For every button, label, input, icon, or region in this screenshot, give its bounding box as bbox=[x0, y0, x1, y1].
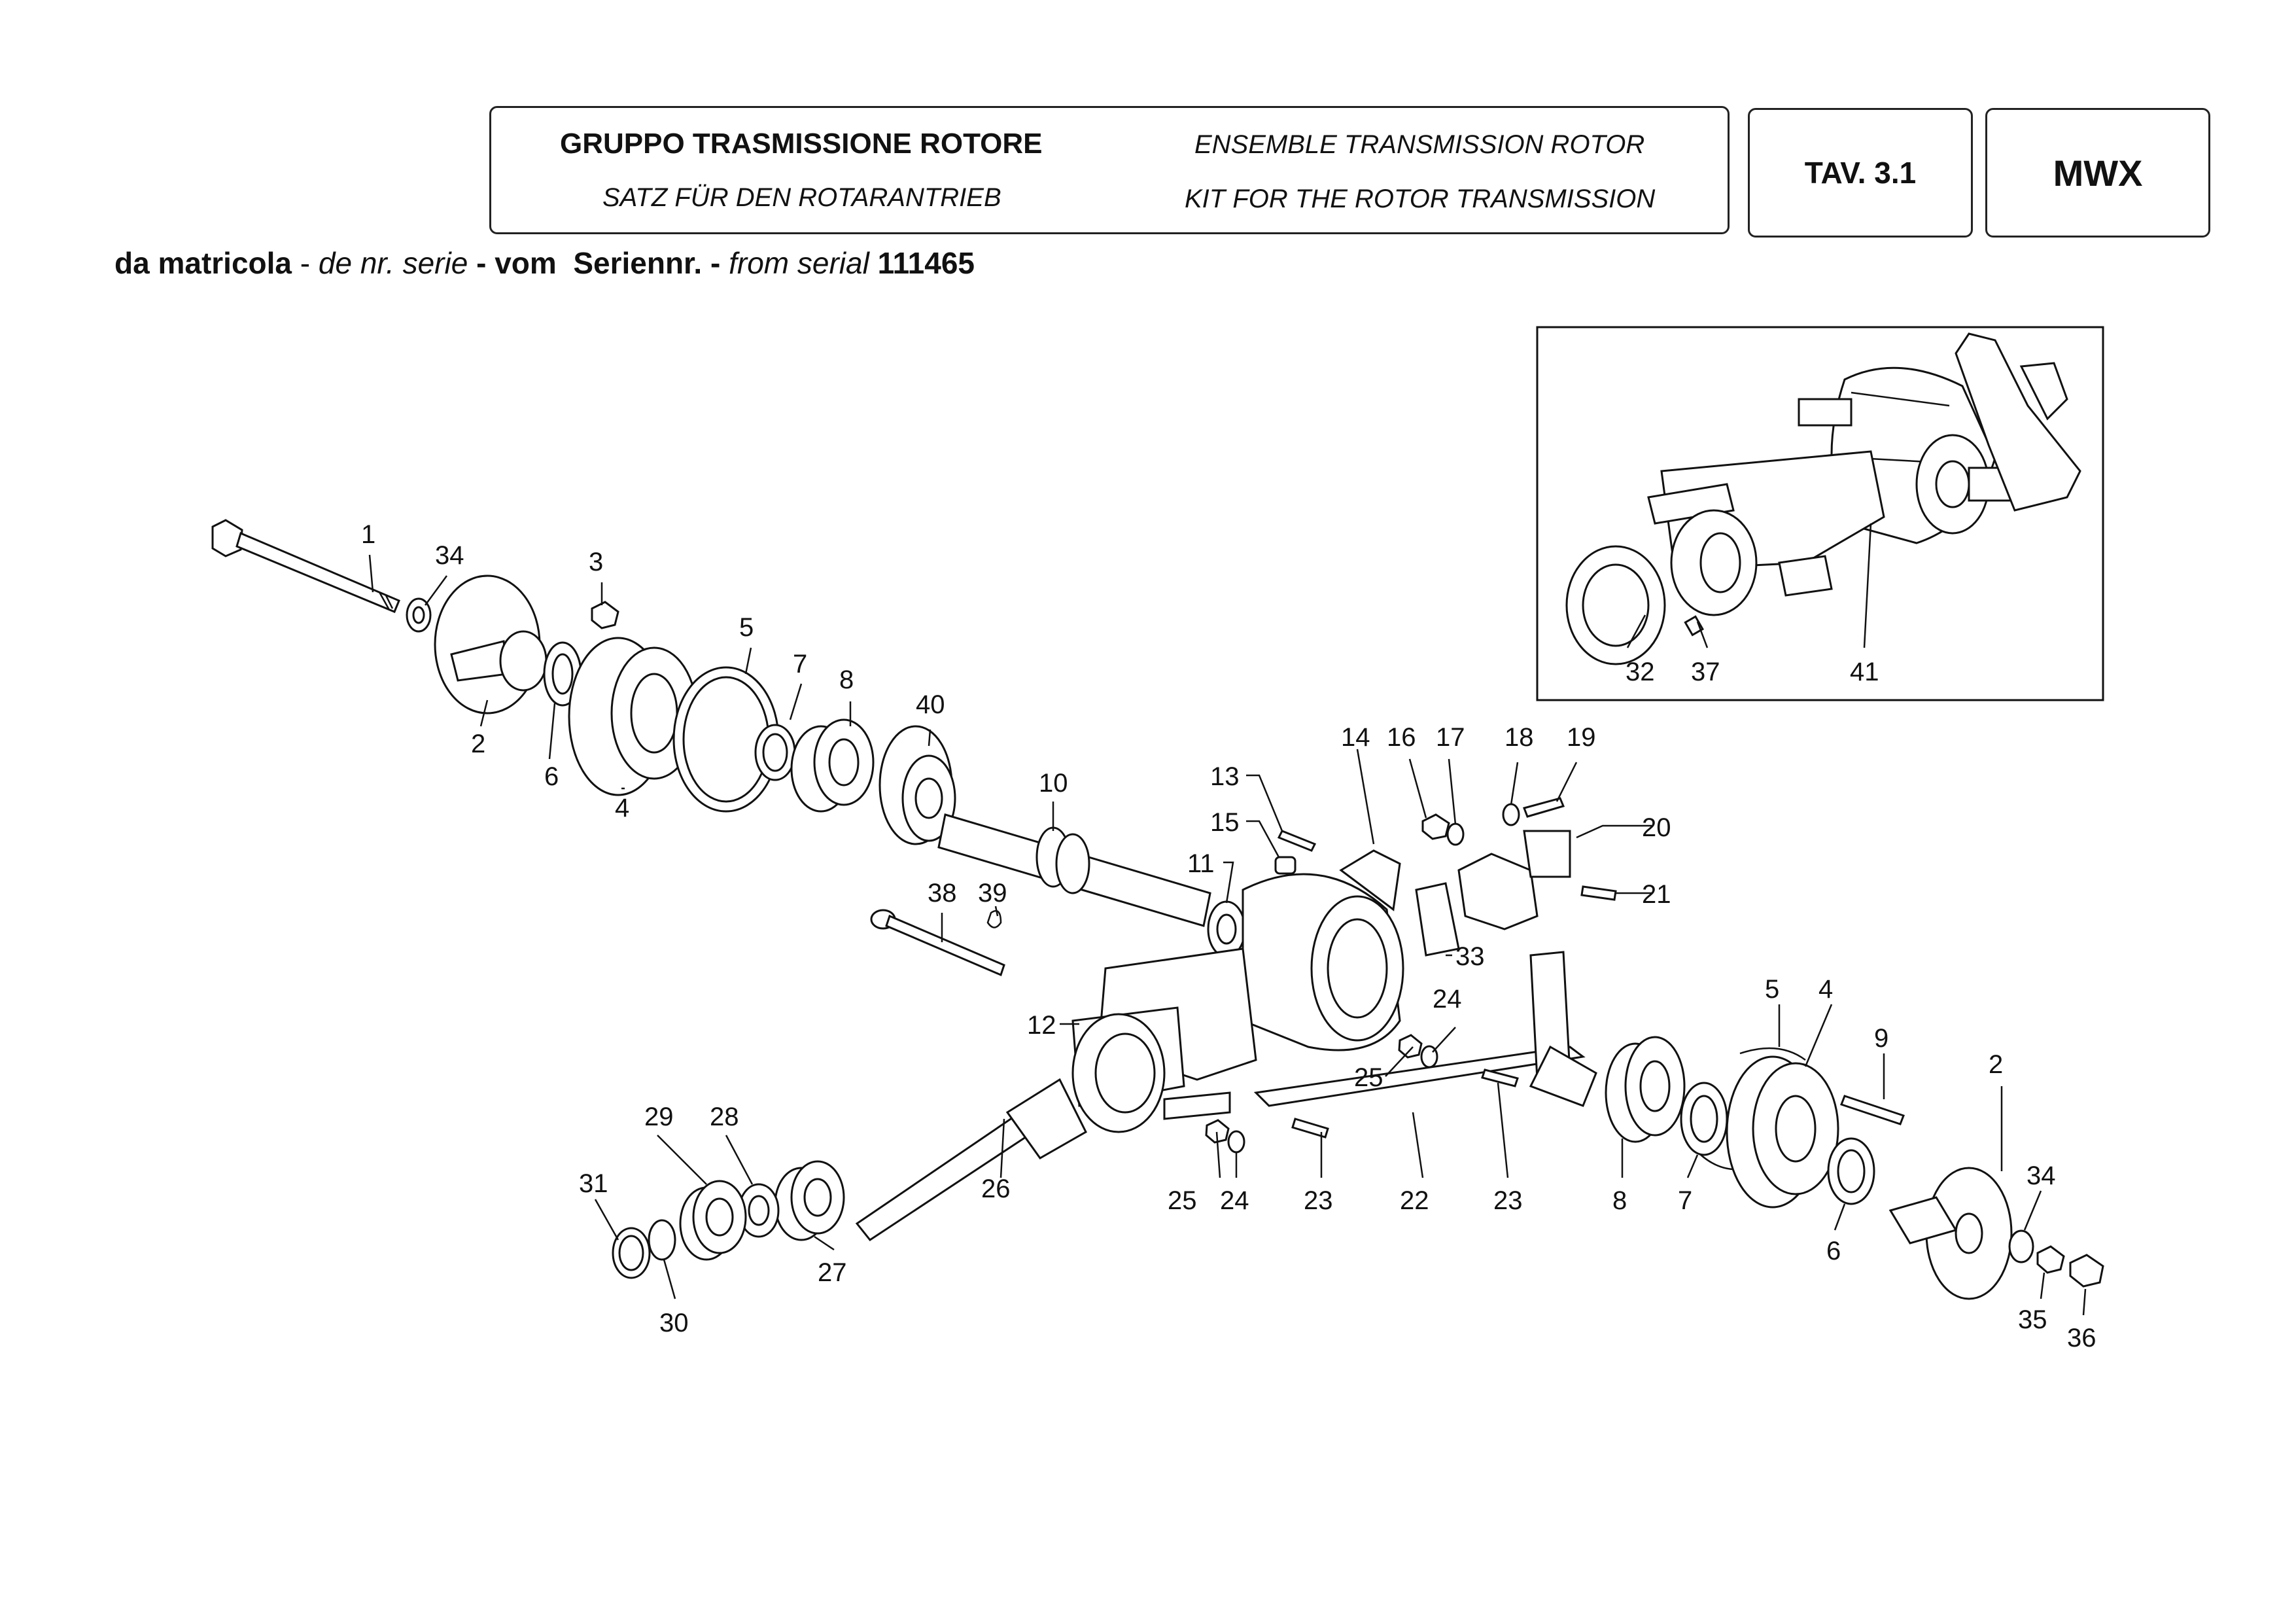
callout: 23 bbox=[1493, 1186, 1523, 1215]
callout: 27 bbox=[818, 1258, 847, 1287]
model-code: MWX bbox=[2053, 152, 2143, 194]
callout: 21 bbox=[1642, 880, 1671, 909]
callout: 34 bbox=[435, 541, 464, 570]
callout: 25 bbox=[1354, 1063, 1383, 1092]
callout: 6 bbox=[1826, 1237, 1841, 1265]
callout: 32 bbox=[1626, 658, 1655, 686]
parts-line-art bbox=[211, 519, 2104, 1300]
callout: 9 bbox=[1874, 1024, 1888, 1053]
callout: 40 bbox=[916, 690, 945, 719]
callout: 23 bbox=[1304, 1186, 1333, 1215]
callout: 25 bbox=[1168, 1186, 1197, 1215]
callout: 3 bbox=[589, 548, 603, 576]
callout-labels: 1 34 3 5 7 8 40 2 6 4 10 13 15 11 14 16 … bbox=[361, 520, 2096, 1352]
callout: 18 bbox=[1505, 723, 1534, 752]
callout: 20 bbox=[1642, 813, 1671, 842]
callout: 38 bbox=[928, 879, 957, 908]
callout: 41 bbox=[1850, 658, 1879, 686]
callout: 2 bbox=[471, 730, 485, 758]
callout: 4 bbox=[1818, 975, 1833, 1004]
callout: 4 bbox=[615, 794, 629, 822]
serial-line: da matricola - de nr. serie - vom Serien… bbox=[114, 245, 975, 281]
callout: 34 bbox=[2026, 1161, 2056, 1190]
callout: 35 bbox=[2018, 1305, 2047, 1334]
serial-sep: - bbox=[702, 246, 729, 280]
callout: 1 bbox=[361, 520, 375, 549]
callout: 8 bbox=[839, 665, 854, 694]
callout: 8 bbox=[1612, 1186, 1627, 1215]
callout: 12 bbox=[1027, 1011, 1056, 1040]
callout: 39 bbox=[978, 879, 1007, 908]
callout: 16 bbox=[1387, 723, 1416, 752]
callout: 24 bbox=[1433, 985, 1462, 1014]
table-ref-box: TAV. 3.1 bbox=[1748, 108, 1973, 238]
callout: 13 bbox=[1210, 762, 1240, 791]
callout: 10 bbox=[1039, 769, 1068, 798]
title-german: SATZ FÜR DEN ROTARANTRIEB bbox=[602, 183, 1001, 212]
callout: 6 bbox=[544, 762, 559, 791]
callout: 11 bbox=[1187, 849, 1215, 878]
callout: 30 bbox=[659, 1309, 689, 1337]
callout: 2 bbox=[1989, 1050, 2003, 1079]
inset-frame bbox=[1536, 326, 2104, 701]
serial-sep: - bbox=[292, 246, 319, 280]
inset-assembly-drawing bbox=[1565, 332, 2081, 665]
table-ref: TAV. 3.1 bbox=[1804, 156, 1917, 190]
serial-sep: - bbox=[468, 246, 495, 280]
callout: 22 bbox=[1400, 1186, 1429, 1215]
title-english: KIT FOR THE ROTOR TRANSMISSION bbox=[1185, 185, 1656, 213]
callout: 19 bbox=[1567, 723, 1596, 752]
title-italian: GRUPPO TRASMISSIONE ROTORE bbox=[560, 128, 1043, 160]
callout: 26 bbox=[981, 1174, 1011, 1203]
callout: 15 bbox=[1210, 808, 1240, 837]
title-box: GRUPPO TRASMISSIONE ROTORE ENSEMBLE TRAN… bbox=[489, 106, 1730, 234]
title-french: ENSEMBLE TRANSMISSION ROTOR bbox=[1194, 130, 1645, 159]
callout: 31 bbox=[579, 1169, 608, 1198]
leader-lines bbox=[368, 523, 2087, 1316]
serial-fr: de nr. serie bbox=[318, 246, 468, 280]
callout: 28 bbox=[710, 1103, 739, 1131]
callout: 17 bbox=[1436, 723, 1465, 752]
callout: 5 bbox=[1765, 975, 1779, 1004]
callout: 29 bbox=[644, 1103, 674, 1131]
callout: 5 bbox=[739, 613, 754, 642]
serial-number: 111465 bbox=[877, 246, 975, 280]
serial-de: vom Seriennr. bbox=[495, 246, 703, 280]
serial-en: from serial bbox=[729, 246, 869, 280]
callout: 7 bbox=[793, 650, 807, 679]
callout: 24 bbox=[1220, 1186, 1249, 1215]
serial-it: da matricola bbox=[114, 246, 292, 280]
callout: 37 bbox=[1691, 658, 1720, 686]
model-code-box: MWX bbox=[1985, 108, 2210, 238]
callout: 14 bbox=[1341, 723, 1370, 752]
callout: 33 bbox=[1455, 942, 1485, 971]
callout: 7 bbox=[1678, 1186, 1692, 1215]
callout: 36 bbox=[2067, 1324, 2096, 1352]
